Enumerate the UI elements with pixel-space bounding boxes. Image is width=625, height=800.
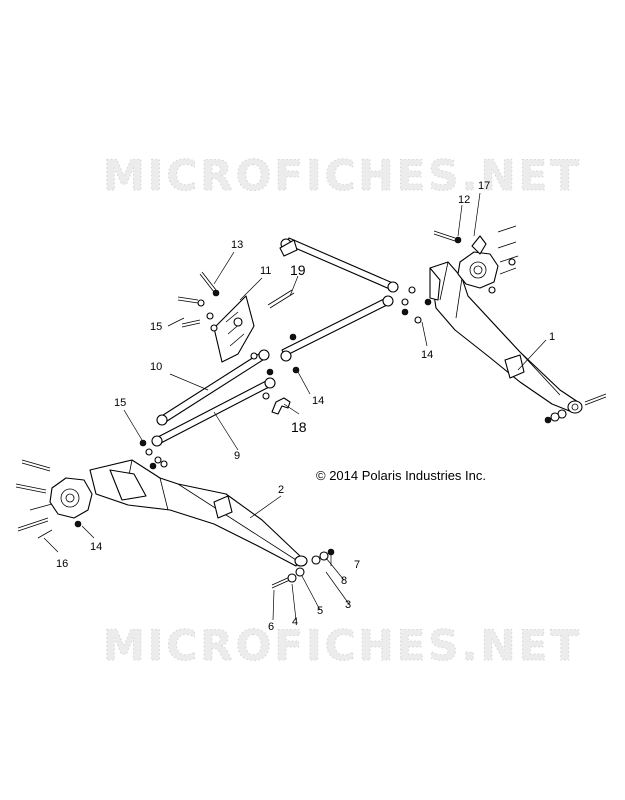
callout-11: 11 <box>260 265 271 277</box>
nuts-right-mount <box>401 286 432 324</box>
callout-10: 10 <box>150 361 162 373</box>
nuts-left-mount <box>139 439 168 470</box>
copyright-notice: © 2014 Polaris Industries Inc. <box>316 468 486 483</box>
leader-lines <box>43 192 547 621</box>
lower-link-10 <box>156 349 270 426</box>
knuckle-right <box>457 235 499 289</box>
link-end-hardware <box>250 352 274 400</box>
bolts-right-upper <box>433 225 519 294</box>
callout-14c: 14 <box>90 541 102 553</box>
callout-2: 2 <box>278 484 284 496</box>
callout-19: 19 <box>290 262 306 278</box>
callout-14b: 14 <box>312 395 324 407</box>
watermark-bottom: MICROFICHES.NET <box>103 621 582 670</box>
callout-6: 6 <box>268 621 274 633</box>
upper-link <box>279 237 399 293</box>
middle-link <box>280 295 394 362</box>
right-end-hardware <box>544 393 607 424</box>
callout-13: 13 <box>231 239 243 251</box>
bracket-11 <box>213 295 255 363</box>
bolts-13-15 <box>177 271 220 332</box>
callout-16: 16 <box>56 558 68 570</box>
link-bolt-19 <box>267 289 300 374</box>
callout-12: 12 <box>458 194 470 206</box>
callout-14a: 14 <box>421 349 433 361</box>
callout-8: 8 <box>341 575 347 587</box>
lower-link-9 <box>151 377 276 447</box>
callout-15a: 15 <box>150 321 162 333</box>
callout-17: 17 <box>478 180 490 192</box>
callout-18: 18 <box>291 419 307 435</box>
knuckle-left <box>49 477 93 519</box>
bolts-left <box>15 459 82 539</box>
callout-9: 9 <box>234 450 240 462</box>
trailing-arm-right <box>429 261 583 414</box>
callout-4: 4 <box>292 616 298 628</box>
callout-7: 7 <box>354 559 360 571</box>
callout-5: 5 <box>317 605 323 617</box>
callout-1: 1 <box>549 331 555 343</box>
callout-3: 3 <box>345 599 351 611</box>
watermark-top: MICROFICHES.NET <box>103 151 582 200</box>
strap-18 <box>271 397 291 415</box>
left-end-hardware <box>271 548 335 589</box>
callout-15b: 15 <box>114 397 126 409</box>
trailing-arm-left <box>89 459 308 567</box>
